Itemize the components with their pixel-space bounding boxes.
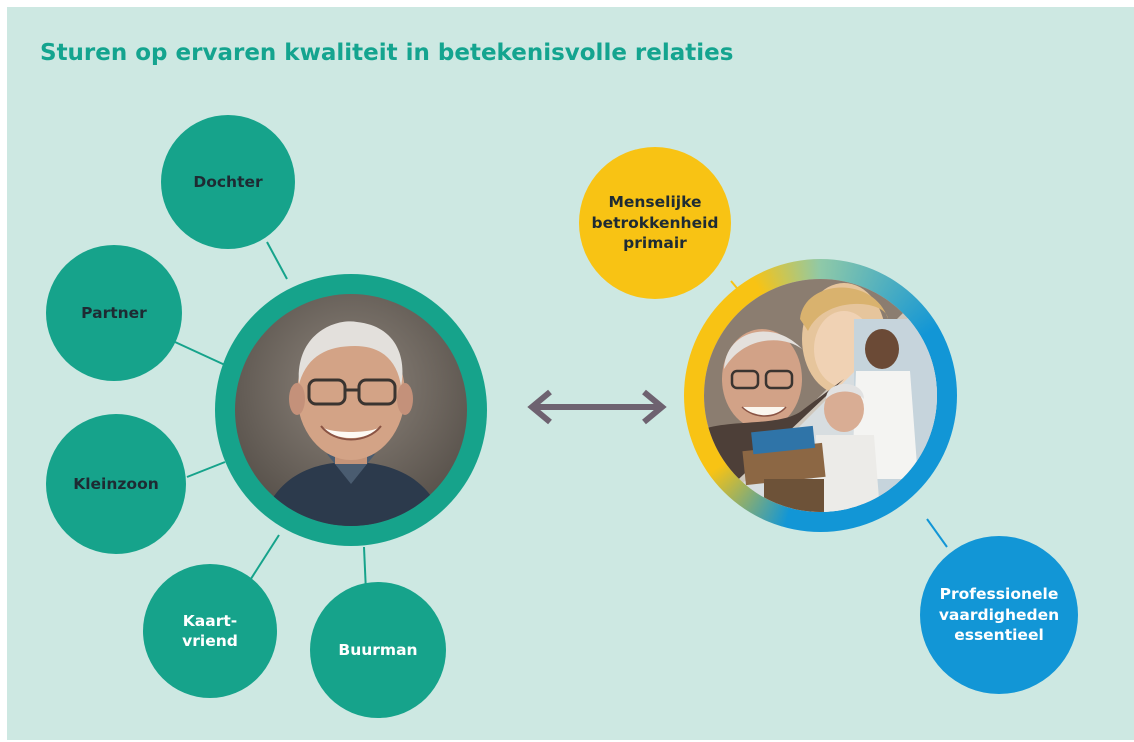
connector-dochter — [266, 241, 288, 280]
node-buurman: Buurman — [310, 582, 446, 718]
connector-kaartvriend — [246, 534, 280, 586]
double-headed-arrow-icon — [527, 389, 667, 425]
node-kleinzoon-label: Kleinzoon — [73, 474, 159, 493]
node-dochter: Dochter — [161, 115, 295, 249]
care-photo — [704, 279, 937, 512]
connector-kleinzoon — [186, 461, 226, 478]
connector-professionele — [926, 518, 948, 548]
node-menselijke-betrokkenheid-label: Menselijke betrokkenheid primair — [591, 193, 719, 253]
node-professionele-vaardigheden-label: Professionele vaardigheden essentieel — [938, 585, 1060, 645]
node-partner-label: Partner — [81, 303, 147, 322]
node-kleinzoon: Kleinzoon — [46, 414, 186, 554]
page-title: Sturen op ervaren kwaliteit in betekenis… — [40, 40, 734, 66]
node-professionele-vaardigheden: Professionele vaardigheden essentieel — [920, 536, 1078, 694]
node-buurman-label: Buurman — [338, 640, 418, 659]
center-circle-client — [215, 274, 487, 546]
diagram-panel: Sturen op ervaren kwaliteit in betekenis… — [7, 7, 1134, 740]
node-kaartvriend: Kaart- vriend — [143, 564, 277, 698]
node-menselijke-betrokkenheid: Menselijke betrokkenheid primair — [579, 147, 731, 299]
center-circle-care — [684, 259, 957, 532]
node-dochter-label: Dochter — [193, 172, 263, 191]
connector-partner — [174, 341, 226, 366]
node-partner: Partner — [46, 245, 182, 381]
node-kaartvriend-label: Kaart- vriend — [182, 611, 238, 650]
client-portrait-photo — [235, 294, 467, 526]
